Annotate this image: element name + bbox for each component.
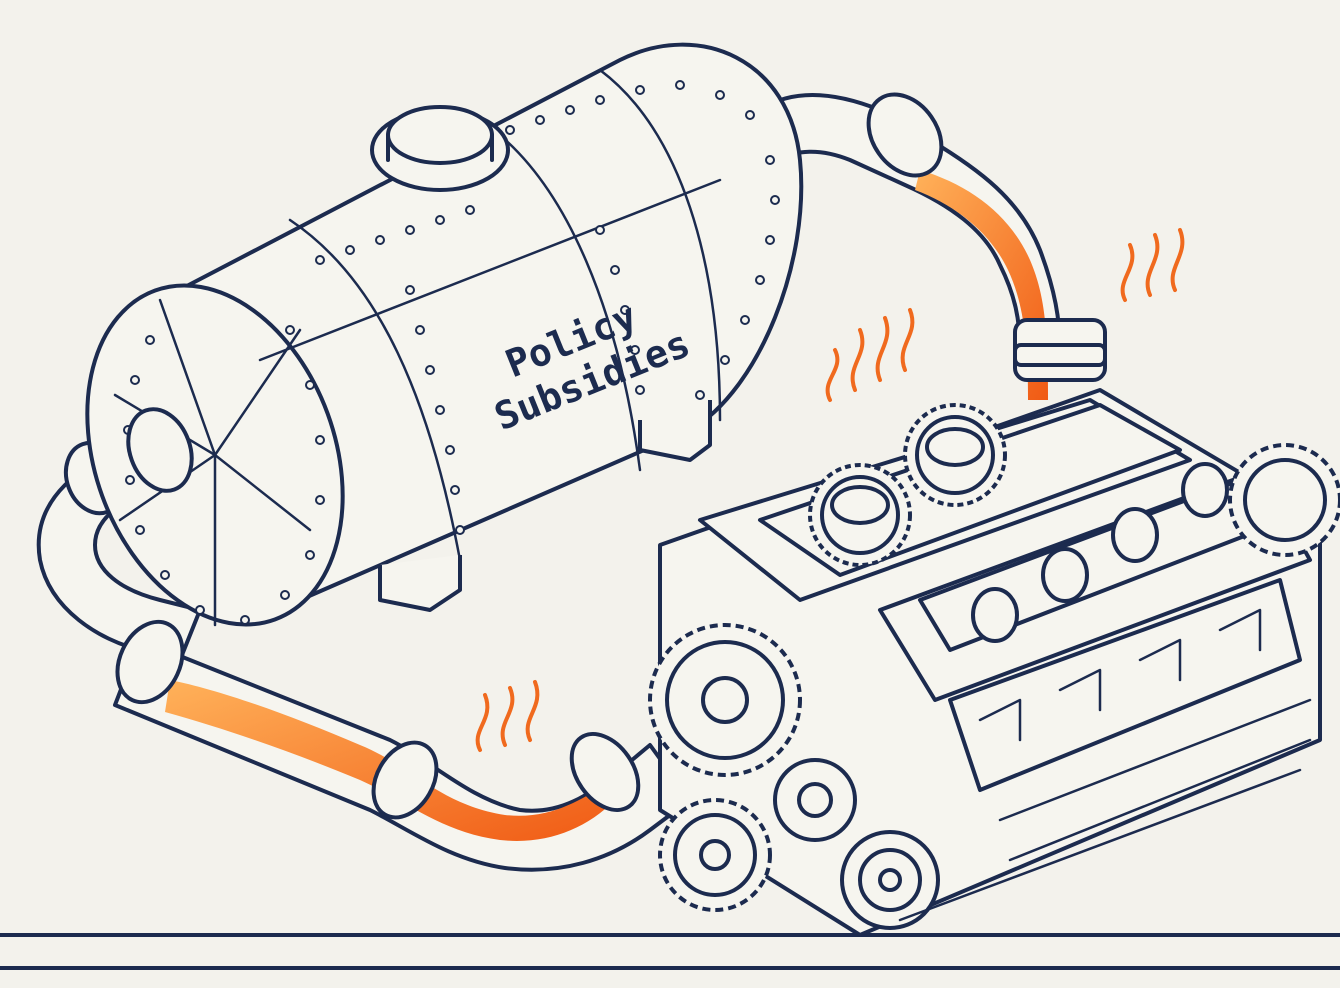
- gear-side: [1230, 445, 1340, 555]
- gear-front-large: [650, 625, 800, 775]
- engine: [650, 390, 1340, 935]
- pulley-center: [775, 760, 855, 840]
- gear-front-lower: [660, 800, 770, 910]
- ground-lines: [0, 935, 1340, 968]
- gear-top-right: [905, 405, 1005, 505]
- gear-small-top: [810, 465, 910, 565]
- pulley-lower: [842, 832, 938, 928]
- feed-pipe: [760, 81, 1105, 400]
